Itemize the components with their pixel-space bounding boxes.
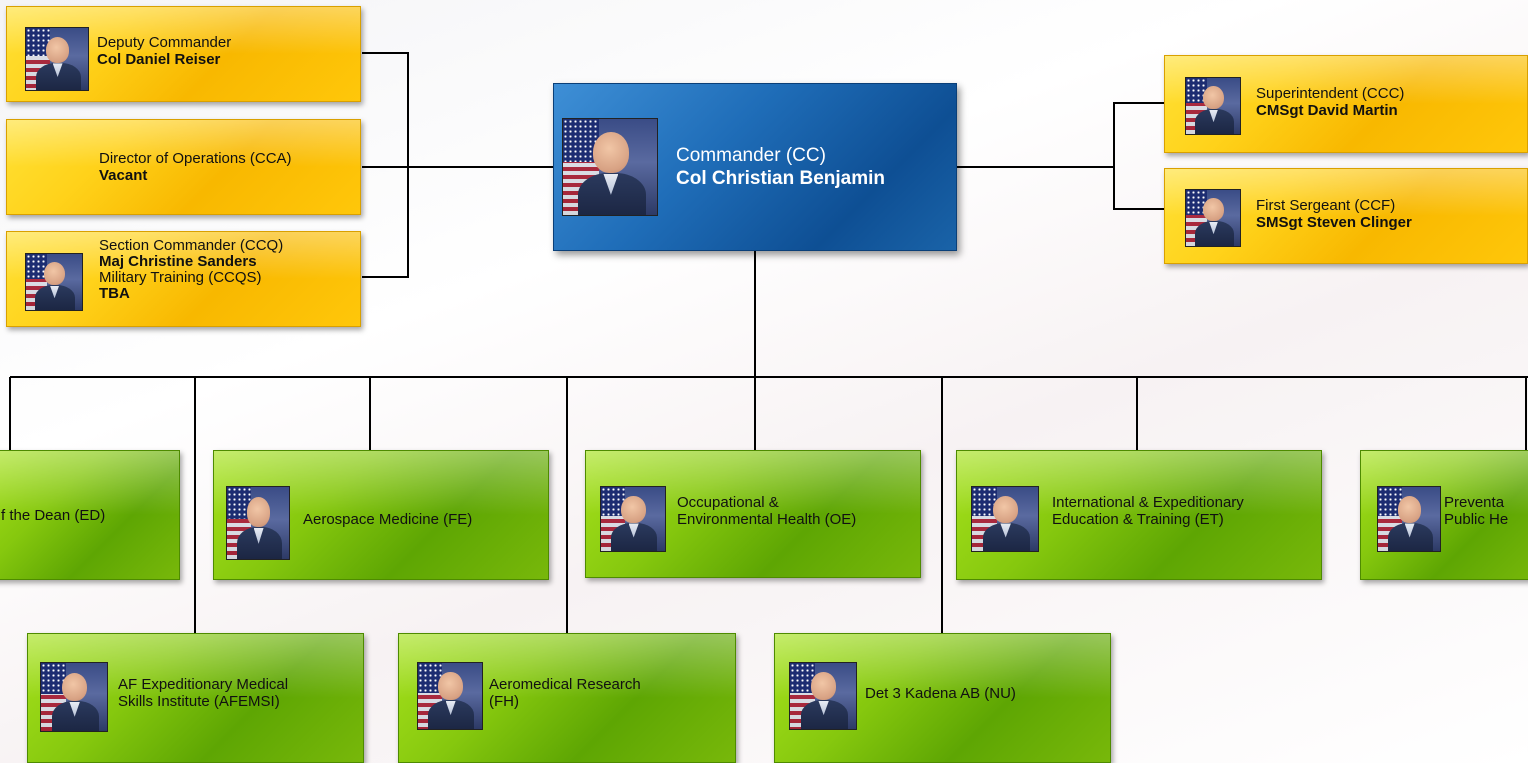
occupational-health-label-1: Occupational & [677, 494, 779, 511]
preventative-medicine-label-2: Public He [1444, 511, 1509, 528]
portrait-photo [1185, 77, 1241, 135]
aeromedical-research-label-1: Aeromedical Research [489, 676, 641, 693]
aerospace-medicine-label: Aerospace Medicine (FE) [303, 511, 473, 528]
portrait-photo [1377, 486, 1441, 552]
dean-label: f the Dean (ED) [1, 507, 106, 524]
portrait-photo [25, 253, 83, 311]
aeromedical-research-label-2: (FH) [489, 693, 519, 710]
occupational-health-label-2: Environmental Health (OE) [677, 511, 857, 528]
military-training-name: TBA [99, 285, 130, 302]
dean-box[interactable]: f the Dean (ED) [0, 450, 180, 580]
occupational-health-box[interactable]: Occupational & Environmental Health (OE) [585, 450, 921, 578]
afemsi-label-2: Skills Institute (AFEMSI) [118, 693, 280, 710]
portrait-photo [971, 486, 1039, 552]
section-commander-box[interactable]: Section Commander (CCQ) Maj Christine Sa… [6, 231, 361, 327]
first-sergeant-name: SMSgt Steven Clinger [1256, 214, 1412, 231]
afemsi-box[interactable]: AF Expeditionary Medical Skills Institut… [27, 633, 364, 763]
superintendent-name: CMSgt David Martin [1256, 102, 1398, 119]
intl-expeditionary-label-1: International & Expeditionary [1052, 494, 1244, 511]
deputy-commander-box[interactable]: Deputy Commander Col Daniel Reiser [6, 6, 361, 102]
portrait-photo [789, 662, 857, 730]
portrait-photo [600, 486, 666, 552]
commander-name: Col Christian Benjamin [676, 168, 886, 189]
portrait-photo [417, 662, 483, 730]
military-training-title: Military Training (CCQS) [99, 269, 262, 286]
portrait-photo [40, 662, 108, 732]
preventative-medicine-box[interactable]: Preventa Public He [1360, 450, 1528, 580]
portrait-photo [1185, 189, 1241, 247]
section-commander-title: Section Commander (CCQ) [99, 237, 284, 254]
superintendent-box[interactable]: Superintendent (CCC) CMSgt David Martin [1164, 55, 1528, 153]
portrait-photo [562, 118, 658, 216]
portrait-photo [25, 27, 89, 91]
superintendent-title: Superintendent (CCC) [1256, 85, 1405, 102]
preventative-medicine-label-1: Preventa [1444, 494, 1505, 511]
aerospace-medicine-box[interactable]: Aerospace Medicine (FE) [213, 450, 549, 580]
section-commander-name: Maj Christine Sanders [99, 253, 257, 270]
deputy-name: Col Daniel Reiser [97, 51, 221, 68]
portrait-photo [226, 486, 290, 560]
first-sergeant-box[interactable]: First Sergeant (CCF) SMSgt Steven Clinge… [1164, 168, 1528, 264]
director-operations-box[interactable]: Director of Operations (CCA) Vacant [6, 119, 361, 215]
det3-kadena-box[interactable]: Det 3 Kadena AB (NU) [774, 633, 1111, 763]
intl-expeditionary-box[interactable]: International & Expeditionary Education … [956, 450, 1322, 580]
director-operations-title: Director of Operations (CCA) [99, 150, 292, 167]
director-operations-name: Vacant [99, 167, 148, 184]
first-sergeant-title: First Sergeant (CCF) [1256, 197, 1396, 214]
deputy-title: Deputy Commander [97, 34, 232, 51]
intl-expeditionary-label-2: Education & Training (ET) [1052, 511, 1224, 528]
commander-title: Commander (CC) [676, 145, 826, 166]
aeromedical-research-box[interactable]: Aeromedical Research (FH) [398, 633, 736, 763]
commander-box[interactable]: Commander (CC) Col Christian Benjamin [553, 83, 957, 251]
afemsi-label-1: AF Expeditionary Medical [118, 676, 289, 693]
det3-kadena-label: Det 3 Kadena AB (NU) [865, 685, 1016, 702]
